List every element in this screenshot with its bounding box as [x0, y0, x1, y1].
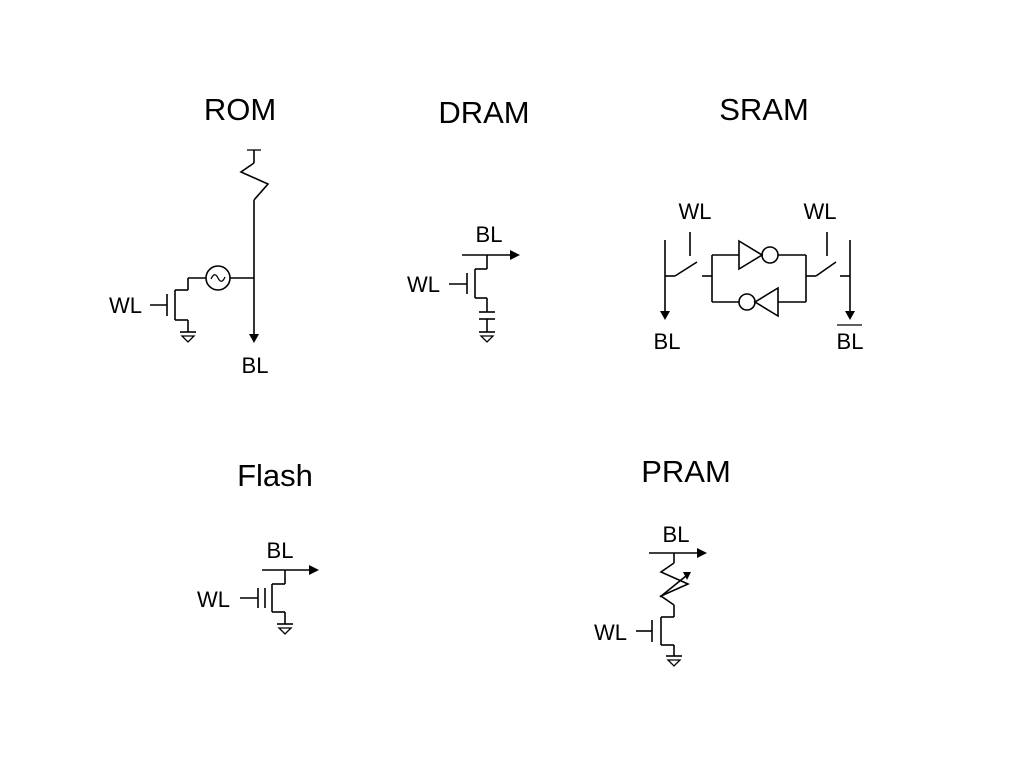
sram-title: SRAM: [719, 92, 809, 127]
sram-wl-right-label: WL: [804, 199, 837, 224]
rom-resistor: [239, 162, 270, 201]
pram-title: PRAM: [641, 454, 731, 489]
rom-cell: ROM BL WL: [109, 92, 276, 378]
sram-wl-left-label: WL: [679, 199, 712, 224]
dram-title: DRAM: [438, 95, 529, 130]
sram-cell: SRAM WL WL BL BL: [654, 92, 864, 354]
pram-cell: PRAM BL WL: [594, 454, 731, 667]
flash-cell: Flash BL WL: [197, 458, 319, 635]
flash-bl-label: BL: [267, 538, 294, 563]
pram-wl-label: WL: [594, 620, 627, 645]
sram-inverter-bottom: [753, 286, 779, 318]
pram-bl-label: BL: [663, 522, 690, 547]
pram-variable-resistor: [659, 562, 690, 606]
sram-inverter-top: [738, 239, 764, 271]
dram-wl-label: WL: [407, 272, 440, 297]
rom-title: ROM: [204, 92, 276, 127]
sram-bl-label: BL: [654, 329, 681, 354]
flash-title: Flash: [237, 458, 313, 493]
rom-bl-label: BL: [242, 353, 269, 378]
flash-wl-label: WL: [197, 587, 230, 612]
sram-bl-bar-label: BL: [837, 329, 864, 354]
rom-wl-label: WL: [109, 293, 142, 318]
dram-bl-label: BL: [476, 222, 503, 247]
dram-cell: DRAM BL WL: [407, 95, 530, 343]
sram-switch-left: [674, 261, 698, 277]
sram-switch-right: [815, 261, 837, 277]
